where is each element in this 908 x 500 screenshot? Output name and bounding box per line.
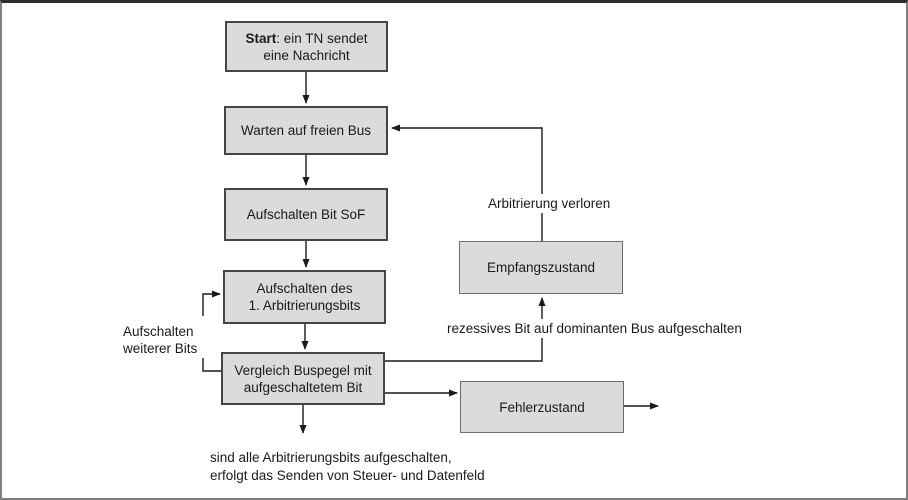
node-warten-label: Warten auf freien Bus — [240, 123, 372, 138]
node-start-line1: Start: ein TN sendet — [245, 30, 368, 46]
node-vergleich-line2: aufgeschaltetem Bit — [243, 379, 363, 395]
label-ende-line2: erfolgt das Senden von Steuer- und Daten… — [210, 468, 485, 483]
label-aufschalten-weiterer-bits: Aufschalten weiterer Bits — [123, 323, 197, 357]
label-weitere-line1: Aufschalten — [123, 324, 194, 339]
node-fehlerzustand: Fehlerzustand — [460, 381, 624, 433]
node-vergleich-buspegel: Vergleich Buspegel mit aufgeschaltetem B… — [221, 352, 385, 405]
node-aufschalten-arbitrierungsbit: Aufschalten des 1. Arbitrierungsbits — [223, 270, 386, 324]
connector-loop-into-arb1 — [202, 290, 221, 316]
node-start-line2: eine Nachricht — [263, 47, 350, 63]
node-aufschalten-bit-sof: Aufschalten Bit SoF — [224, 188, 388, 241]
node-sof-label: Aufschalten Bit SoF — [246, 207, 366, 222]
connector-layer — [202, 72, 659, 434]
node-warten-auf-freien-bus: Warten auf freien Bus — [224, 106, 388, 155]
label-arbitrierung-verloren: Arbitrierung verloren — [484, 194, 615, 213]
node-arb1-line1: Aufschalten des — [256, 281, 353, 296]
node-arb1-line2: 1. Arbitrierungsbits — [248, 298, 361, 313]
label-ende-line1: sind alle Arbitrierungsbits aufgeschalte… — [210, 450, 452, 465]
label-ende-arbitrierung: sind alle Arbitrierungsbits aufgeschalte… — [210, 449, 485, 485]
node-start-keyword: Start — [245, 30, 277, 46]
node-vergleich-line1: Vergleich Buspegel mit — [234, 362, 372, 378]
node-fehler-label: Fehlerzustand — [499, 399, 585, 415]
node-start: Start: ein TN sendet eine Nachricht — [225, 21, 388, 72]
label-rezessives-bit: rezessives Bit auf dominanten Bus aufges… — [443, 319, 746, 338]
node-empfangszustand: Empfangszustand — [459, 241, 623, 294]
label-weitere-line2: weiterer Bits — [123, 341, 198, 356]
connector-loop-from-vergleich — [202, 358, 221, 372]
node-empfang-label: Empfangszustand — [486, 260, 596, 275]
connector-empfang-to-warten — [391, 124, 543, 241]
